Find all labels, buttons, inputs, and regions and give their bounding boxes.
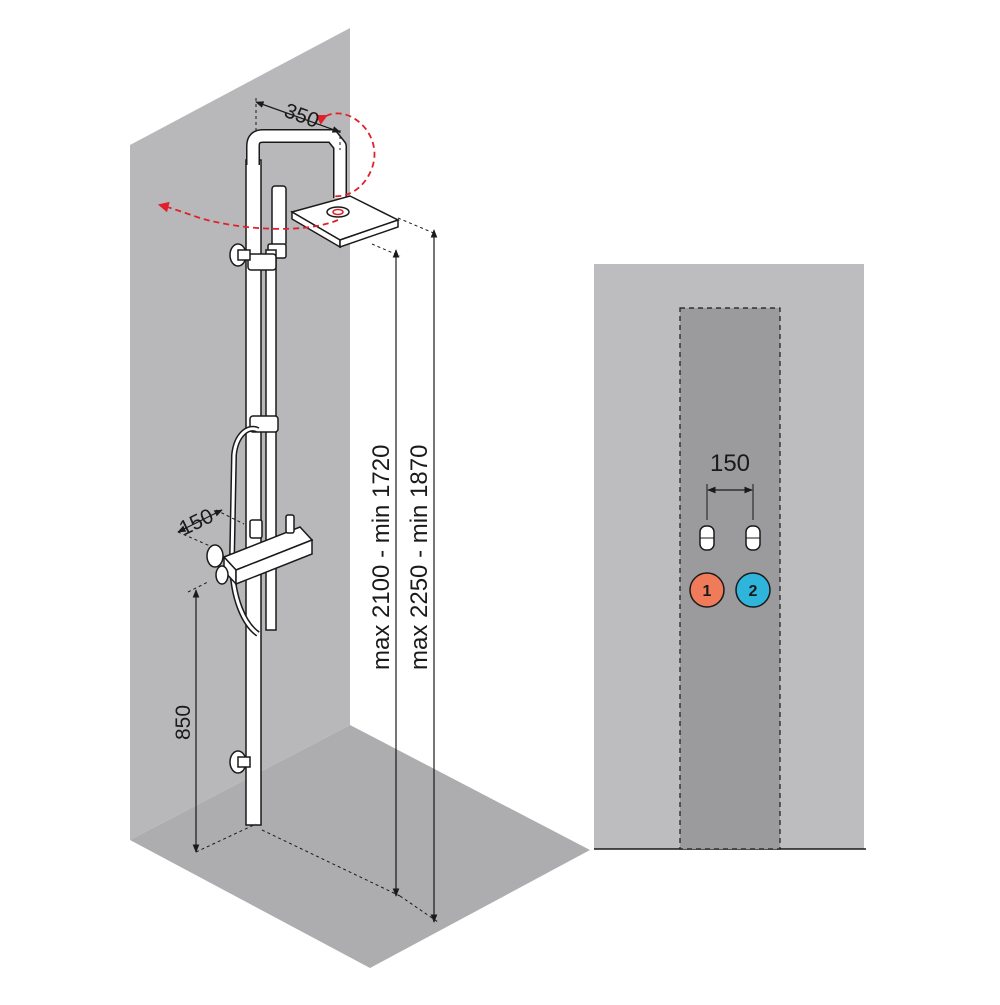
dim-height-range-2: max 2250 - min 1870 <box>397 217 439 923</box>
dim-label-range-2: max 2250 - min 1870 <box>406 445 433 670</box>
dim-label-range-1: max 2100 - min 1720 <box>368 445 395 670</box>
dim-label-850: 850 <box>172 705 195 740</box>
right-diagram: 150 1 2 <box>594 264 866 850</box>
wall-bracket-bottom <box>229 750 251 774</box>
wall-bracket-top <box>229 243 251 267</box>
floor <box>130 725 590 968</box>
rotation-arrow-upper <box>315 112 376 198</box>
left-diagram: 350 150 850 max 2100 - min 1720 <box>130 28 590 968</box>
inlet-badge-1: 1 <box>689 572 725 608</box>
inlet-badge-2: 2 <box>735 572 771 608</box>
hand-shower <box>247 185 287 631</box>
dim-height-range-1: max 2100 - min 1720 <box>261 243 401 897</box>
inlet-fitting-2 <box>745 525 761 551</box>
inlet-fitting-1 <box>699 525 715 551</box>
dim-inlet-spacing: 150 <box>706 450 754 520</box>
inlet-badge-2-label: 2 <box>749 583 758 600</box>
dim-label-150-right: 150 <box>710 450 750 477</box>
riser-pipe <box>245 129 347 826</box>
shower-head <box>290 195 400 249</box>
dim-mixer-height: 850 <box>172 581 257 853</box>
inlet-badge-1-label: 1 <box>703 583 712 600</box>
thermostatic-mixer <box>206 514 314 586</box>
rotation-arrow-lower <box>157 201 339 230</box>
